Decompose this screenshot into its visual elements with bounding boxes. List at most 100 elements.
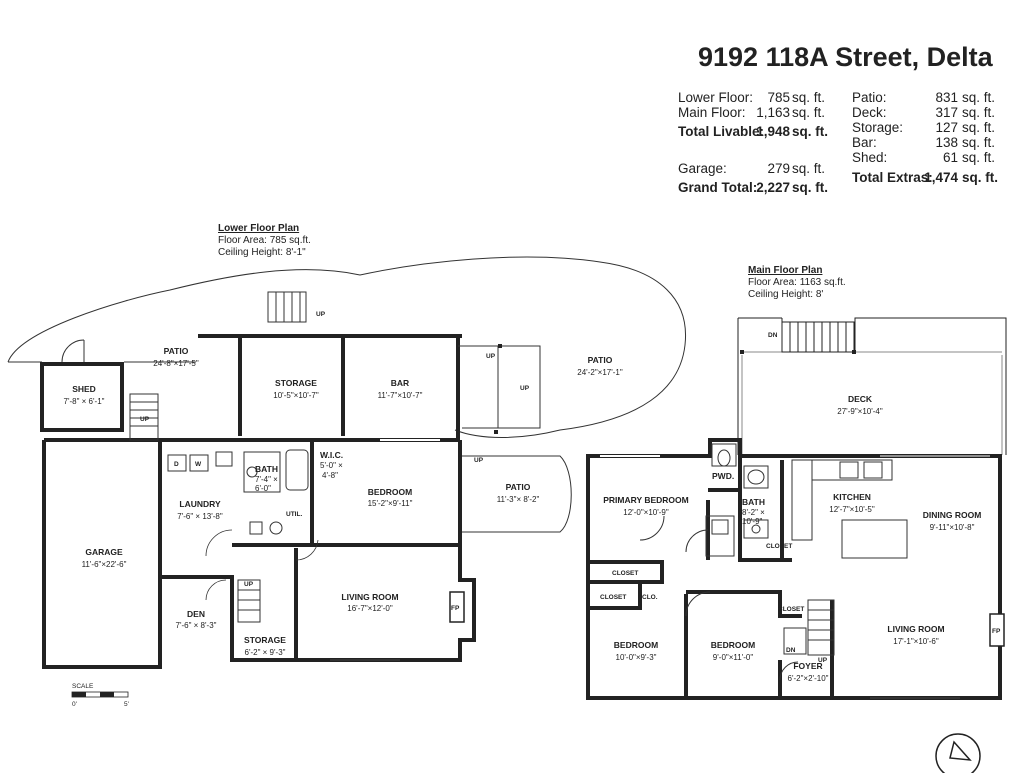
- bar-unit: sq. ft.: [962, 135, 996, 150]
- bedroom1-dim: 10'-0"×9'-3": [616, 653, 657, 662]
- main-plan-title: Main Floor Plan: [748, 265, 823, 276]
- deck-stair-dn: DN: [768, 332, 778, 339]
- fireplace-icon: [989, 613, 1005, 647]
- lower-patio-dim: 24'-8"×17'-5": [153, 359, 199, 368]
- lower-walls: [40, 334, 476, 669]
- shed-name: SHED: [72, 384, 96, 394]
- lower-plan-title: Lower Floor Plan: [218, 223, 300, 234]
- total-livable-label: Total Livable:: [678, 124, 765, 139]
- bar-stair-up: UP: [486, 353, 496, 360]
- main-living-dim: 17'-1"×10'-6": [893, 637, 939, 646]
- patio-stair-up: UP: [316, 311, 326, 318]
- patio-value: 831: [935, 90, 958, 105]
- den-dim: 7'-6" × 8'-3": [176, 621, 217, 630]
- lower-storage-name: STORAGE: [275, 378, 317, 388]
- total-livable-unit: sq. ft.: [792, 124, 828, 139]
- main-bath-dim2: 10'-9": [742, 517, 763, 526]
- patio-label: Patio:: [852, 90, 887, 105]
- main-plan-header: Main Floor Plan Floor Area: 1163 sq.ft. …: [748, 265, 846, 301]
- fireplace-icon: [449, 591, 465, 623]
- lower-bath-dim1: 7'-4" ×: [255, 475, 278, 484]
- laundry-name: LAUNDRY: [179, 499, 221, 509]
- dining-room-name: DINING ROOM: [923, 510, 982, 520]
- total-extras-label: Total Extras:: [852, 170, 933, 185]
- patio-small-name: PATIO: [506, 482, 531, 492]
- pwd-name: PWD.: [712, 471, 734, 481]
- deck-dim: 27'-9"×10'-4": [837, 407, 883, 416]
- garage-value: 279: [767, 161, 790, 176]
- wic-dim2: 4'-8": [322, 471, 338, 480]
- shed-stair-up: UP: [140, 416, 150, 423]
- grand-total-label: Grand Total:: [678, 180, 758, 195]
- inner-stair-up: UP: [244, 581, 254, 588]
- garage-dim: 11'-6"×22'-6": [82, 560, 127, 569]
- primary-bedroom-name: PRIMARY BEDROOM: [603, 495, 688, 505]
- shed-dim: 7'-8" × 6'-1": [64, 397, 105, 406]
- patio-right-name: PATIO: [588, 355, 613, 365]
- bedroom2-dim: 9'-0"×11'-0": [713, 653, 754, 662]
- main-floor-unit: sq. ft.: [792, 105, 826, 120]
- garage-name: GARAGE: [85, 547, 123, 557]
- lower-living-name: LIVING ROOM: [341, 592, 398, 602]
- washer-label: W: [195, 461, 202, 468]
- den-name: DEN: [187, 609, 205, 619]
- shed-unit: sq. ft.: [962, 150, 996, 165]
- garage-unit: sq. ft.: [792, 161, 826, 176]
- foyer-dim: 6'-2"×2'-10": [788, 674, 829, 683]
- bedroom1-name: BEDROOM: [614, 640, 658, 650]
- lower-floor-unit: sq. ft.: [792, 90, 826, 105]
- main-floor-value: 1,163: [756, 105, 790, 120]
- patio-small-up: UP: [474, 457, 484, 464]
- wic-name: W.I.C.: [320, 450, 343, 460]
- main-bath-dim1: 8'-2" ×: [742, 508, 765, 517]
- scale-bar: SCALE 0' 5': [71, 683, 129, 708]
- lower-plan-header: Lower Floor Plan Floor Area: 785 sq.ft. …: [218, 223, 311, 259]
- main-living-name: LIVING ROOM: [887, 624, 944, 634]
- deck-value: 317: [935, 105, 958, 120]
- lower-storage-dim: 10'-5"×10'-7": [273, 391, 319, 400]
- foyer-stair-up: UP: [818, 657, 828, 664]
- grand-total-value: 2,227: [756, 180, 790, 195]
- yard-outline: [7, 256, 687, 438]
- patio-up: UP: [520, 385, 530, 392]
- lower-bath-dim2: 6'-0": [255, 484, 271, 493]
- storage-value: 127: [935, 120, 958, 135]
- bar-value: 138: [935, 135, 958, 150]
- main-plan-floor-area: Floor Area: 1163 sq.ft.: [748, 277, 846, 288]
- garage-label: Garage:: [678, 161, 727, 176]
- laundry-dim: 7'-6" × 13'-8": [177, 512, 223, 521]
- grand-total-unit: sq. ft.: [792, 180, 828, 195]
- closet-primary-label: CLOSET: [612, 570, 638, 577]
- storage-unit: sq. ft.: [962, 120, 996, 135]
- kitchen-name: KITCHEN: [833, 492, 871, 502]
- wic-dim1: 5'-0" ×: [320, 461, 343, 470]
- lower-plan-ceiling: Ceiling Height: 8'-1": [218, 247, 306, 258]
- lower-storage2-name: STORAGE: [244, 635, 286, 645]
- patio-small-dim: 11'-3"× 8'-2": [497, 495, 540, 504]
- deck-outline: [737, 317, 1007, 455]
- closet-bath-label: CLOSET: [766, 543, 792, 550]
- main-bath-name: BATH: [742, 497, 765, 507]
- property-address-title: 9192 118A Street, Delta: [698, 42, 993, 72]
- dryer-label: D: [174, 461, 179, 468]
- lower-floor-value: 785: [767, 90, 790, 105]
- lower-bath-name: BATH: [255, 464, 278, 474]
- lower-plan-floor-area: Floor Area: 785 sq.ft.: [218, 235, 311, 246]
- scale-min: 0': [72, 701, 77, 708]
- shed-label: Shed:: [852, 150, 888, 165]
- storage-label: Storage:: [852, 120, 904, 135]
- lower-floor-label: Lower Floor:: [678, 90, 754, 105]
- scale-max: 5': [124, 701, 129, 708]
- lower-bedroom-dim: 15'-2"×9'-11": [368, 499, 413, 508]
- shed-value: 61: [942, 150, 958, 165]
- main-plan-ceiling: Ceiling Height: 8': [748, 289, 824, 300]
- main-walls: [586, 438, 1002, 700]
- clo-label: CLO.: [642, 594, 658, 601]
- deck-name: DECK: [848, 394, 873, 404]
- north-arrow-icon: [935, 733, 981, 773]
- util-name: UTIL.: [286, 511, 302, 518]
- main-floor-label: Main Floor:: [678, 105, 746, 120]
- deck-unit: sq. ft.: [962, 105, 996, 120]
- scale-label: SCALE: [72, 683, 94, 690]
